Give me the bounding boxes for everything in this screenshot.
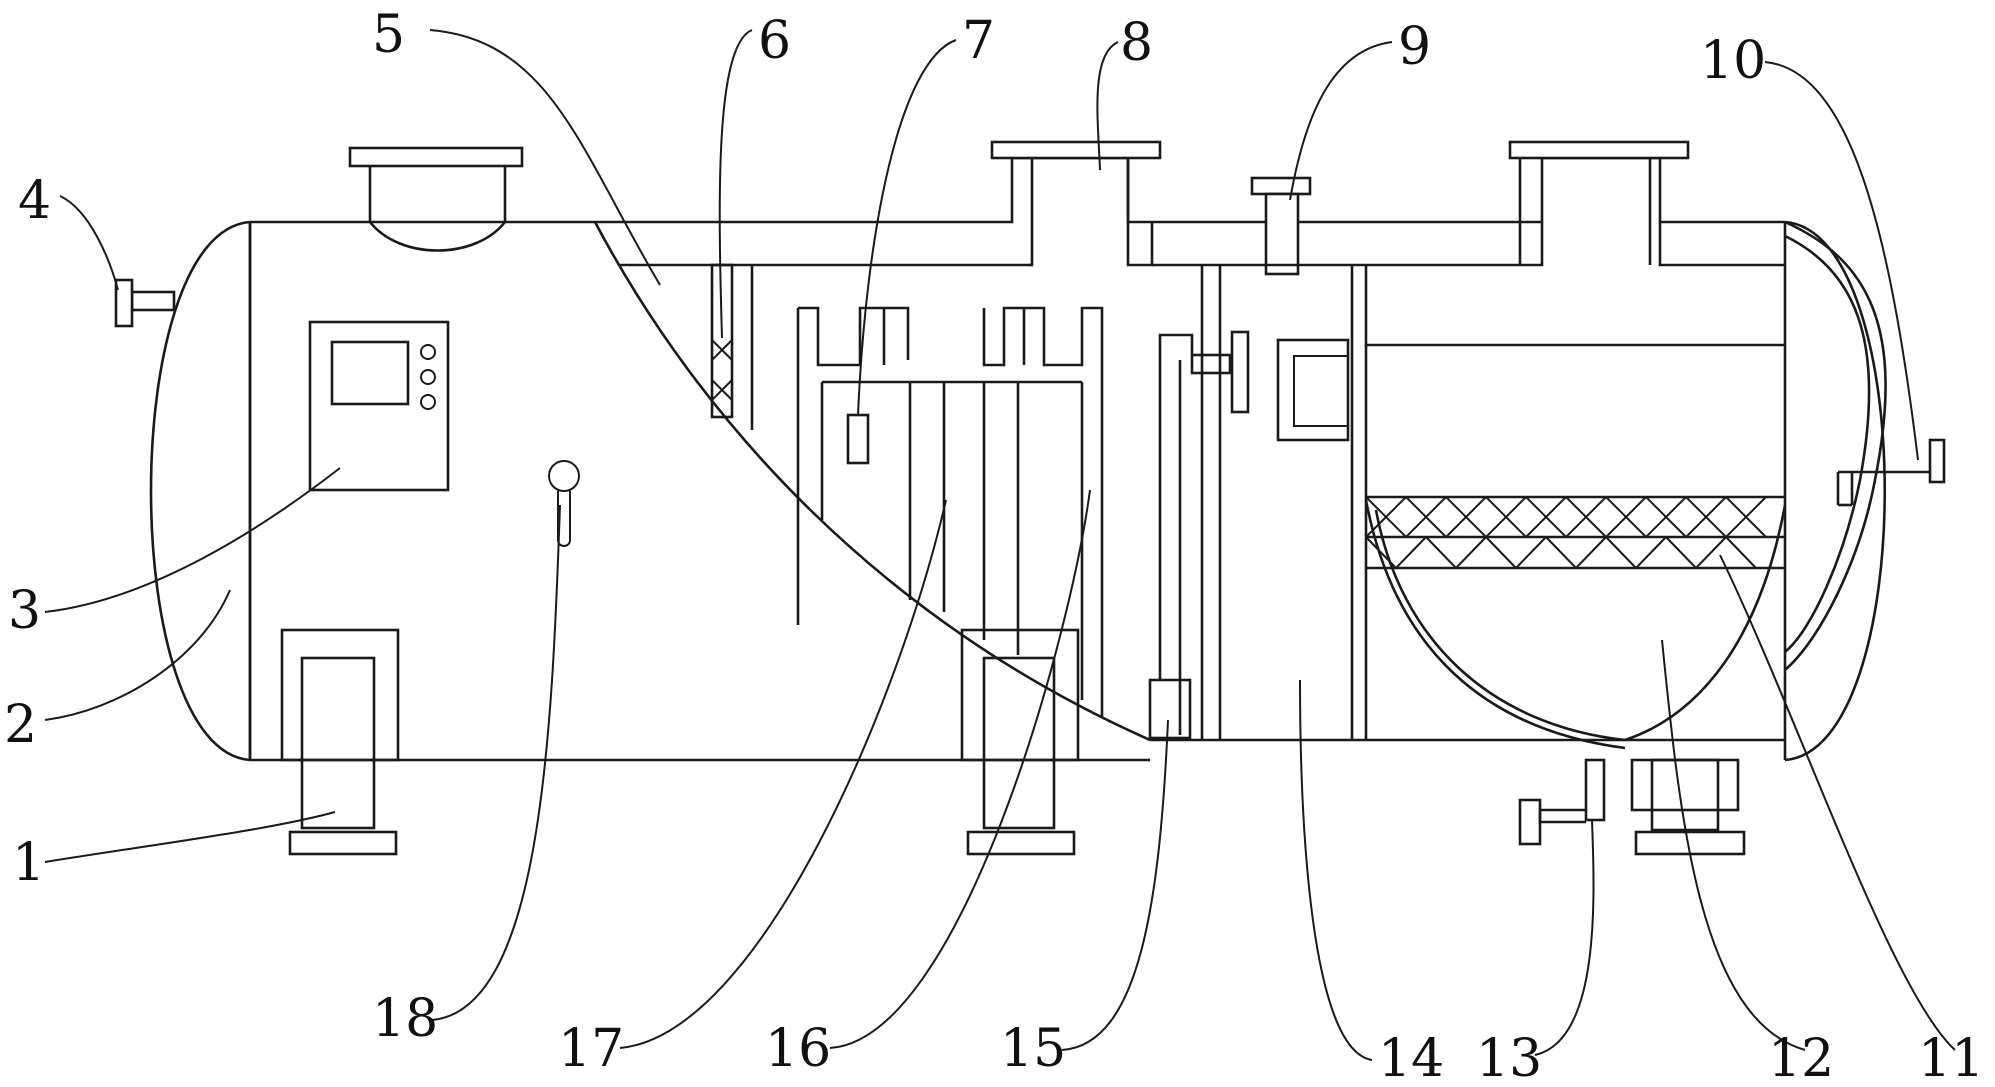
left-head — [149, 220, 251, 762]
right-head — [1784, 220, 1886, 762]
sensor-7 — [846, 413, 870, 465]
callout-15: 15 — [1000, 1019, 1066, 1079]
callout-3: 3 — [8, 581, 41, 641]
callout-labels: 1 2 3 4 5 6 7 8 9 10 11 12 13 14 15 16 1… — [4, 5, 1984, 1087]
leader-lines — [44, 29, 1956, 1061]
callout-7: 7 — [962, 11, 995, 71]
callout-16: 16 — [765, 1019, 831, 1079]
callout-14: 14 — [1378, 1029, 1444, 1087]
callout-2: 2 — [4, 695, 37, 755]
callout-6: 6 — [758, 11, 791, 71]
drain-outlet — [1584, 758, 1606, 822]
cutaway-curve — [593, 221, 1151, 742]
panel-knob-1 — [420, 344, 436, 360]
support-left — [280, 628, 400, 762]
callout-12: 12 — [1768, 1029, 1834, 1087]
callout-17: 17 — [558, 1019, 624, 1079]
callout-5: 5 — [372, 5, 405, 65]
support-middle — [960, 628, 1080, 762]
callout-1: 1 — [12, 833, 45, 893]
mesh-strip — [710, 263, 734, 419]
support-right — [1630, 758, 1740, 812]
left-exterior — [114, 222, 1080, 856]
return-pipe — [1784, 220, 1887, 671]
gauge-head — [548, 460, 580, 492]
panel-knob-3 — [420, 394, 436, 410]
callout-4: 4 — [18, 171, 51, 231]
electrode-frame — [796, 306, 1104, 718]
nozzles — [348, 140, 1785, 276]
manhole-dome — [368, 166, 507, 252]
callout-18: 18 — [372, 989, 438, 1049]
control-panel — [308, 320, 450, 492]
callout-8: 8 — [1120, 13, 1153, 73]
pump — [1148, 678, 1192, 740]
panel-knob-2 — [420, 369, 436, 385]
top-outline — [250, 156, 1785, 224]
filter-bed — [1365, 495, 1785, 570]
inlet-pipe — [130, 290, 176, 312]
callout-10: 10 — [1700, 31, 1766, 91]
callout-11: 11 — [1918, 1029, 1984, 1087]
collection-bowl — [1374, 509, 1626, 742]
callout-9: 9 — [1398, 17, 1431, 77]
callout-13: 13 — [1476, 1029, 1542, 1087]
panel-display — [330, 340, 410, 406]
